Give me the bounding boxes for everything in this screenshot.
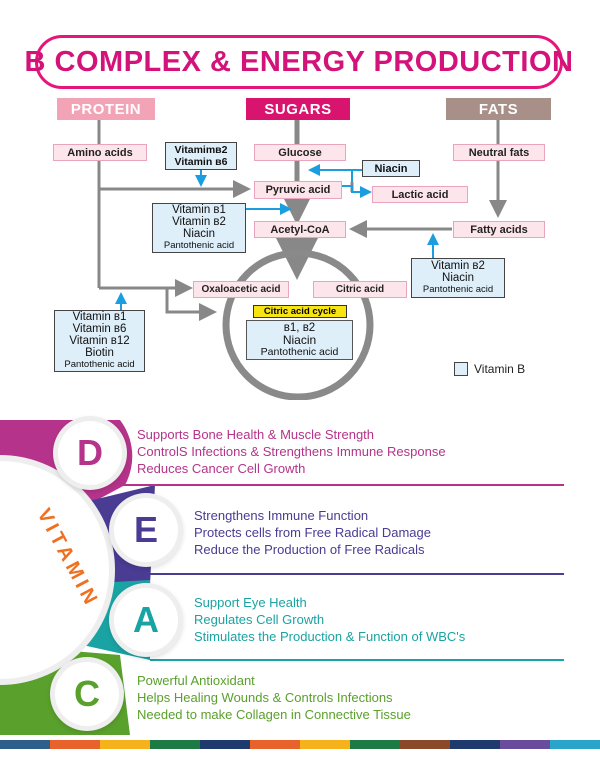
wheel-center bbox=[0, 458, 112, 682]
stripe-segment bbox=[300, 740, 350, 749]
stripe-segment bbox=[500, 740, 550, 749]
vitamin-line: Niacin bbox=[282, 333, 317, 347]
vitamin-line: Biotin bbox=[85, 347, 114, 359]
stripe-segment bbox=[550, 740, 600, 749]
benefit-line: Supports Bone Health & Muscle Strength bbox=[137, 427, 375, 442]
divider-a bbox=[150, 659, 564, 661]
vitamin-line: в1, в2 bbox=[283, 322, 316, 334]
node-neutral-fats: Neutral fats bbox=[453, 144, 545, 161]
vitamin-c-benefits: Powerful Antioxidant Helps Healing Wound… bbox=[137, 672, 411, 723]
title-banner: B COMPLEX & ENERGY PRODUCTION bbox=[25, 35, 573, 89]
category-protein-label: PROTEIN bbox=[70, 100, 142, 118]
pathway-arrows bbox=[97, 120, 507, 400]
node-acetyl-coa: Acetyl-CoA bbox=[254, 221, 346, 238]
vitamin-a-benefits: Support Eye Health Regulates Cell Growth… bbox=[194, 594, 465, 645]
legend: Vitamin B bbox=[454, 362, 525, 376]
legend-swatch bbox=[454, 362, 468, 376]
benefit-line: Needed to make Collagen in Connective Ti… bbox=[137, 707, 411, 722]
node-pyruvic-acid: Pyruvic acid bbox=[254, 181, 342, 199]
vitamin-line: Vitamin в12 bbox=[69, 335, 130, 347]
benefit-line: Strengthens Immune Function bbox=[194, 508, 369, 523]
vitamin-box-pyruvic-acetyl: Vitamin в1 Vitamin в2 Niacin Pantothenic… bbox=[152, 203, 246, 253]
oxaloacetic-to-cycle bbox=[165, 288, 217, 321]
vitamin-line: Vitamimв2 bbox=[174, 144, 228, 156]
stripe-segment bbox=[100, 740, 150, 749]
vitamin-line: Pantothenic acid bbox=[422, 284, 494, 295]
vitamin-word: VITAMIN bbox=[18, 505, 103, 635]
divider-e bbox=[150, 573, 564, 575]
citric-acid-cycle-label: Citric acid cycle bbox=[253, 305, 347, 318]
stripe-segment bbox=[200, 740, 250, 749]
category-sugars-label: SUGARS bbox=[264, 100, 332, 118]
node-oxaloacetic-acid: Oxaloacetic acid bbox=[193, 281, 289, 298]
vitamin-e-badge: E bbox=[114, 498, 178, 562]
stripe-segment bbox=[450, 740, 500, 749]
vitamin-e-benefits: Strengthens Immune Function Protects cel… bbox=[194, 507, 431, 558]
benefit-line: Helps Healing Wounds & Controls Infectio… bbox=[137, 690, 393, 705]
stripe-segment bbox=[150, 740, 200, 749]
category-sugars: SUGARS bbox=[246, 98, 350, 120]
benefit-line: ControlS Infections & Strengthens Immune… bbox=[137, 444, 446, 459]
stripe-segment bbox=[50, 740, 100, 749]
vitamin-box-b2-b6: Vitamimв2 Vitamin в6 bbox=[165, 142, 237, 170]
benefit-line: Reduce the Production of Free Radicals bbox=[194, 542, 425, 557]
benefit-line: Protects cells from Free Radical Damage bbox=[194, 525, 431, 540]
node-lactic-acid: Lactic acid bbox=[372, 186, 468, 203]
vitamin-d-badge: D bbox=[58, 421, 122, 485]
vitamin-line: Pantothenic acid bbox=[163, 240, 235, 251]
vitamin-a-badge: A bbox=[114, 588, 178, 652]
stripe-segment bbox=[250, 740, 300, 749]
vitamin-line: Pantothenic acid bbox=[64, 359, 135, 370]
vitamin-line: Niacin bbox=[183, 228, 215, 240]
legend-label: Vitamin B bbox=[474, 362, 526, 376]
category-protein: PROTEIN bbox=[57, 98, 155, 120]
stripe-segment bbox=[350, 740, 400, 749]
vitamin-c-badge: C bbox=[55, 662, 119, 726]
node-fatty-acids: Fatty acids bbox=[453, 221, 545, 238]
vitamin-line: Vitamin в2 bbox=[172, 216, 226, 228]
benefit-line: Stimulates the Production & Function of … bbox=[194, 629, 466, 644]
benefit-line: Regulates Cell Growth bbox=[194, 612, 325, 627]
benefit-line: Powerful Antioxidant bbox=[137, 673, 255, 688]
niacin-line bbox=[351, 169, 362, 182]
vitamin-box-fatty: Vitamin в2 Niacin Pantothenic acid bbox=[411, 258, 505, 298]
node-glucose: Glucose bbox=[254, 144, 346, 161]
vitamin-line: Vitamin в6 bbox=[174, 156, 228, 168]
citric-cycle-ring bbox=[222, 249, 374, 400]
node-amino-acids: Amino acids bbox=[53, 144, 147, 161]
pyruvic-to-lactic bbox=[342, 185, 372, 198]
stripe-segment bbox=[0, 740, 50, 749]
category-fats: FATS bbox=[446, 98, 551, 120]
vitamin-line: Niacin bbox=[442, 272, 474, 284]
node-citric-acid: Citric acid bbox=[313, 281, 407, 298]
vitamin-box-cycle: в1, в2 Niacin Pantothenic acid bbox=[246, 320, 353, 360]
benefit-line: Support Eye Health bbox=[194, 595, 307, 610]
vitamin-line: Vitamin в6 bbox=[72, 323, 127, 335]
vitamin-box-niacin-lactic: Niacin bbox=[362, 160, 420, 177]
vitamin-niacin-label: Niacin bbox=[374, 162, 408, 175]
vitamin-line: Vitamin в1 bbox=[172, 204, 226, 216]
stripe-segment bbox=[400, 740, 450, 749]
benefit-line: Reduces Cancer Cell Growth bbox=[137, 461, 306, 476]
category-fats-label: FATS bbox=[478, 100, 519, 118]
vitamin-d-benefits: Supports Bone Health & Muscle Strength C… bbox=[137, 426, 446, 477]
bottom-color-stripe bbox=[0, 740, 600, 749]
page-title: B COMPLEX & ENERGY PRODUCTION bbox=[24, 45, 574, 78]
vitamin-line: Vitamin в2 bbox=[431, 260, 485, 272]
vitamin-box-amino: Vitamin в1 Vitamin в6 Vitamin в12 Biotin… bbox=[54, 310, 145, 372]
vitamin-line: Pantothenic acid bbox=[260, 346, 339, 358]
divider-d bbox=[120, 484, 564, 486]
vitamin-line: Vitamin в1 bbox=[72, 311, 127, 323]
